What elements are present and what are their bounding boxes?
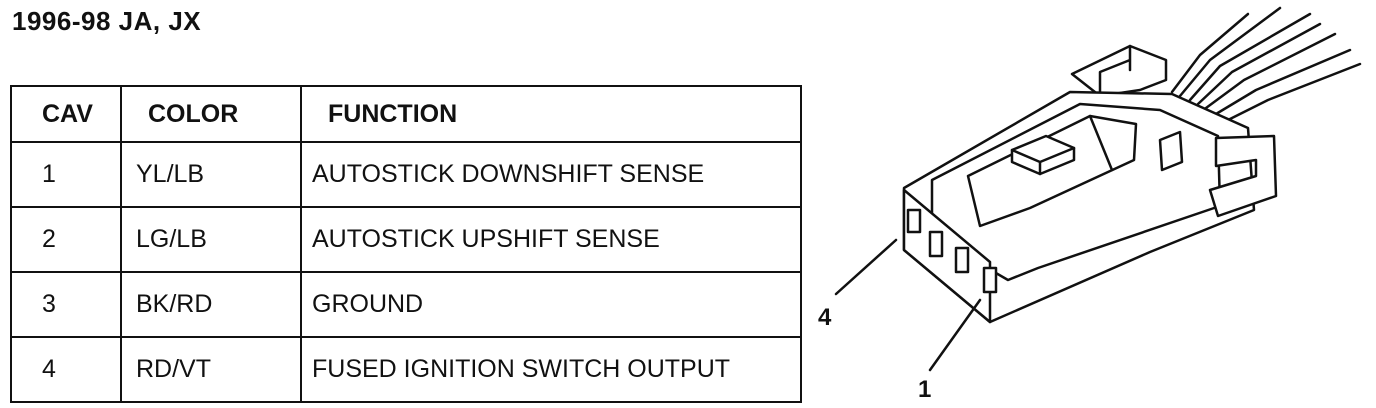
function-cell: AUTOSTICK DOWNSHIFT SENSE (300, 141, 802, 208)
color-cell: RD/VT (120, 336, 302, 403)
function-cell: GROUND (300, 271, 802, 338)
function-cell: AUTOSTICK UPSHIFT SENSE (300, 206, 802, 273)
table-row: 4 RD/VT FUSED IGNITION SWITCH OUTPUT (10, 336, 802, 403)
lock-button (1010, 134, 1076, 176)
leader-line-1 (928, 298, 982, 372)
side-clip (1208, 134, 1278, 218)
pin-label-1: 1 (918, 376, 932, 403)
latch-tab (1070, 44, 1168, 98)
connector-illustration (834, 6, 1362, 372)
function-cell: FUSED IGNITION SWITCH OUTPUT (300, 336, 802, 403)
wire-bundle (1170, 6, 1362, 124)
header-color: COLOR (120, 85, 302, 143)
color-cell: BK/RD (120, 271, 302, 338)
color-cell: LG/LB (120, 206, 302, 273)
table-row: 1 YL/LB AUTOSTICK DOWNSHIFT SENSE (10, 141, 802, 208)
cav-cell: 2 (10, 206, 122, 273)
cav-cell: 4 (10, 336, 122, 403)
leader-line-4 (834, 238, 898, 296)
table-header-row: CAV COLOR FUNCTION (10, 85, 802, 143)
terminal-cavities (906, 208, 998, 294)
color-cell: YL/LB (120, 141, 302, 208)
pinout-table: CAV COLOR FUNCTION 1 YL/LB AUTOSTICK DOW… (10, 85, 802, 403)
page-title: 1996-98 JA, JX (12, 6, 202, 36)
header-cav: CAV (10, 85, 122, 143)
front-face (902, 188, 992, 324)
table-row: 2 LG/LB AUTOSTICK UPSHIFT SENSE (10, 206, 802, 273)
header-function: FUNCTION (300, 85, 802, 143)
cav-cell: 3 (10, 271, 122, 338)
pin-label-4: 4 (818, 304, 832, 331)
table-row: 3 BK/RD GROUND (10, 271, 802, 338)
cav-cell: 1 (10, 141, 122, 208)
